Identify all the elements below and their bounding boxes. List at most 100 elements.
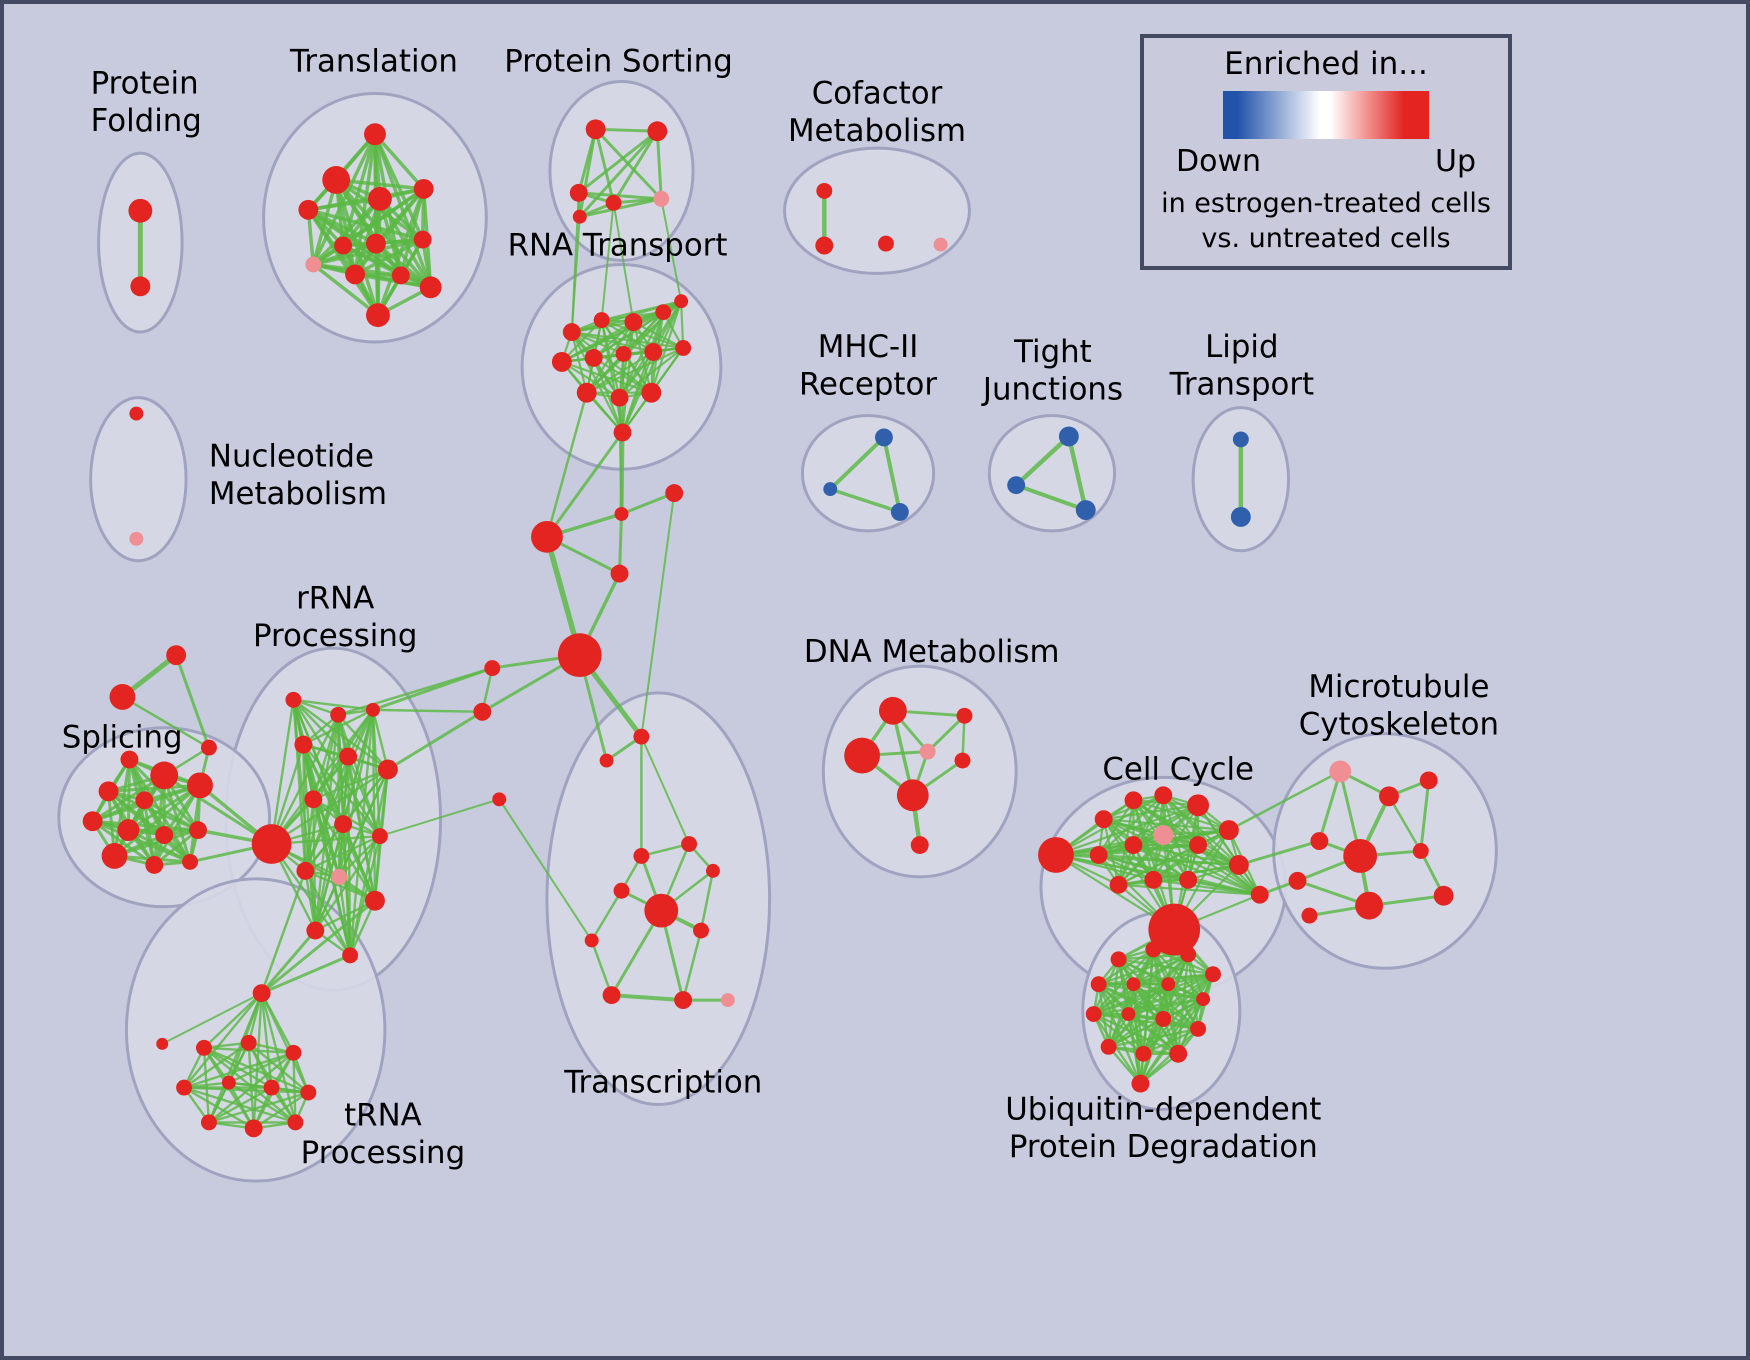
edge-tn1-tn2 — [202, 991, 263, 1050]
edge-tn8-tn9 — [207, 1091, 310, 1124]
node-tn12 — [156, 1037, 169, 1050]
edge-tn6-tn11 — [227, 1081, 297, 1124]
node-rt12 — [610, 388, 629, 407]
node-rr7 — [251, 824, 292, 864]
legend-down-label: Down — [1176, 144, 1262, 179]
node-dm5 — [954, 752, 971, 769]
node-ub5 — [1090, 976, 1107, 993]
node-ps2 — [647, 121, 668, 142]
node-ub16 — [1131, 1074, 1150, 1093]
legend-title: Enriched in... — [1224, 46, 1428, 82]
edge-tr3-tr9 — [306, 208, 425, 242]
edge-mc2-mc6 — [1387, 795, 1423, 853]
edge-sp9-sp10 — [113, 828, 200, 858]
edge-ps2-ps5 — [655, 129, 663, 201]
node-tj1 — [1058, 426, 1079, 447]
node-cf3 — [877, 235, 894, 252]
legend-endpoints: Down Up — [1176, 144, 1476, 179]
edge-ps4-rt2 — [600, 201, 615, 322]
cluster-label-cell-cycle: Cell Cycle — [1102, 751, 1254, 787]
edge-ps4-rt3 — [612, 201, 635, 324]
node-tn4 — [285, 1044, 302, 1061]
edge-ub2-ub5 — [1097, 948, 1155, 986]
node-pf2 — [130, 276, 151, 297]
cluster-label-transcription: Transcription — [563, 1065, 762, 1101]
node-rr9 — [334, 815, 353, 834]
node-lt2 — [1230, 507, 1251, 527]
node-mc3 — [1419, 771, 1438, 790]
node-mc2 — [1379, 786, 1399, 807]
edge-cc8-cc16 — [1132, 843, 1261, 896]
node-dm3 — [844, 737, 880, 774]
node-cc11 — [1228, 854, 1249, 875]
node-cc10 — [1189, 836, 1208, 854]
edge-fr10-rr3 — [371, 708, 484, 714]
node-rr3 — [366, 702, 380, 717]
edge-tc1-tc3 — [640, 735, 691, 846]
edge-cc9-cc12 — [1117, 833, 1165, 886]
edge-ub6-ub9 — [1092, 983, 1135, 1016]
node-dm1 — [878, 696, 907, 725]
node-ub4 — [1205, 966, 1221, 983]
cluster-ellipse-trna-processing — [124, 877, 387, 1183]
node-cf2 — [815, 236, 834, 255]
edge-rt1-rt11 — [570, 330, 588, 394]
edge-ub4-ub6 — [1132, 973, 1215, 986]
edge-rr8-rr11 — [304, 798, 315, 873]
node-cc13 — [1144, 870, 1163, 889]
cluster-label-rna-transport: RNA Transport — [508, 228, 728, 264]
edge-sp2-rr7 — [162, 773, 274, 846]
edge-tn3-tn8 — [247, 1041, 310, 1094]
node-cf4 — [933, 237, 948, 252]
edge-ps6-rt1 — [570, 215, 581, 334]
node-dm6 — [896, 779, 929, 812]
edge-rt2-rt5 — [600, 300, 683, 322]
edge-rt9-rt11 — [585, 350, 655, 394]
node-rr12 — [331, 868, 348, 885]
node-tn2 — [196, 1039, 212, 1056]
node-sp6 — [82, 811, 103, 832]
node-sp7 — [117, 819, 140, 842]
node-fr10 — [473, 702, 492, 721]
node-rt2 — [593, 312, 610, 329]
node-rr11 — [296, 861, 315, 880]
edge-tr10-tr12 — [353, 272, 433, 290]
node-sp4 — [98, 781, 119, 802]
node-tn5 — [176, 1079, 193, 1096]
edge-mh1-mh2 — [828, 435, 886, 492]
node-ub11 — [1155, 1011, 1172, 1027]
edge-rt10-rt12 — [618, 346, 685, 399]
node-tc7 — [613, 882, 630, 899]
node-sp10 — [101, 843, 128, 869]
edge-tc3-tc4 — [640, 842, 691, 858]
node-cc12 — [1109, 875, 1128, 894]
node-tr10 — [345, 264, 366, 285]
edge-rr10-rr11 — [304, 834, 382, 873]
edge-fr1-fr3 — [174, 653, 211, 750]
edge-tr9-tr10 — [353, 237, 425, 277]
cluster-ellipse-cofactor-metabolism — [783, 146, 971, 275]
node-tc12 — [584, 933, 599, 948]
edge-cc4-cc7 — [1097, 794, 1165, 857]
node-cc9 — [1153, 825, 1174, 846]
edge-rr9-rr13 — [341, 822, 377, 902]
node-mh3 — [890, 503, 909, 521]
edge-tc5-tc8 — [699, 869, 715, 932]
edge-cc9-cc16 — [1162, 833, 1261, 896]
edge-ps1-ps2 — [594, 127, 659, 133]
node-tr1 — [364, 123, 386, 146]
edge-rr1-rr6 — [292, 698, 390, 771]
legend-caption-line2: vs. untreated cells — [1201, 222, 1451, 254]
node-rt6 — [551, 351, 572, 372]
node-tc2 — [599, 753, 614, 768]
edge-rr5-rr10 — [346, 755, 382, 838]
node-tr8 — [366, 233, 386, 254]
edge-fr5-fr6 — [620, 491, 676, 516]
node-sp3 — [187, 772, 213, 799]
node-ub7 — [1161, 977, 1176, 992]
node-tn9 — [200, 1114, 217, 1131]
node-tc5 — [706, 863, 720, 878]
